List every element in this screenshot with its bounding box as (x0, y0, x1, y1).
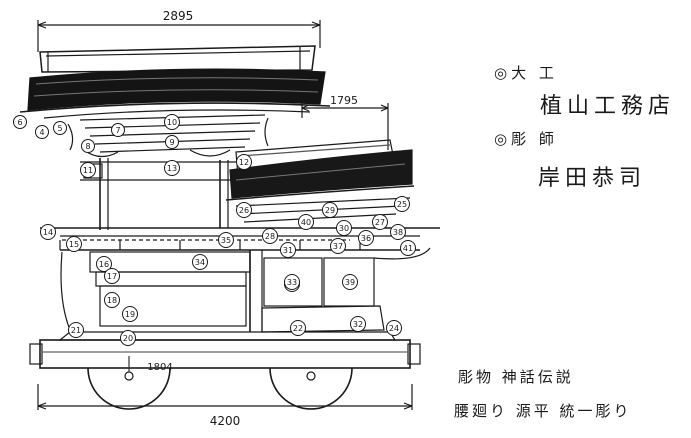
part-callout-label: 41 (403, 244, 413, 253)
wheels (87, 367, 353, 410)
lower-roof (225, 139, 415, 223)
part-callout-13: 13 (164, 160, 180, 176)
part-callout-37: 37 (330, 238, 346, 254)
deck-balustrade (40, 227, 440, 251)
part-callout-label: 34 (195, 258, 205, 267)
dimension-wheel-span: 1804 (128, 356, 173, 373)
part-callout-label: 9 (169, 138, 174, 147)
part-callout-label: 18 (107, 296, 117, 305)
part-callout-7: 7 (111, 123, 125, 137)
part-callout-18: 18 (104, 292, 120, 308)
part-callout-label: 15 (69, 240, 79, 249)
part-callout-21: 21 (68, 322, 84, 338)
part-callout-31: 31 (280, 242, 296, 258)
carpenter-name: 植山工務店 (540, 94, 676, 119)
chassis (29, 331, 421, 369)
dimension-label-top-roof: 2895 (163, 9, 194, 23)
part-callout-label: 26 (239, 206, 249, 215)
part-callout-34: 34 (192, 254, 208, 270)
part-number-callouts: 6457108911131214151617181920212223242526… (13, 114, 416, 346)
part-callout-10: 10 (164, 114, 180, 130)
main-body (60, 247, 431, 333)
part-callout-label: 36 (361, 234, 371, 243)
caption-theme: 彫物 神話伝説 (458, 368, 574, 386)
sculptor-label: ◎彫 師 (494, 130, 558, 148)
part-callout-26: 26 (236, 202, 252, 218)
part-callout-label: 12 (239, 158, 249, 167)
part-callout-14: 14 (40, 224, 56, 240)
part-callout-label: 28 (265, 232, 275, 241)
part-callout-33: 33 (284, 274, 300, 290)
part-callout-label: 25 (397, 200, 407, 209)
part-callout-label: 37 (333, 242, 343, 251)
part-callout-29: 29 (322, 202, 338, 218)
part-callout-label: 6 (17, 118, 22, 127)
carpenter-label: ◎大 工 (494, 64, 558, 82)
part-callout-25: 25 (394, 196, 410, 212)
part-callout-label: 21 (71, 326, 81, 335)
part-callout-8: 8 (81, 139, 95, 153)
part-callout-label: 8 (85, 142, 90, 151)
part-callout-19: 19 (122, 306, 138, 322)
part-callout-label: 35 (221, 236, 231, 245)
part-callout-30: 30 (336, 220, 352, 236)
part-callout-label: 14 (43, 228, 53, 237)
part-callout-38: 38 (390, 224, 406, 240)
dimension-lower-roof: 1795 (301, 94, 389, 150)
part-callout-label: 38 (393, 228, 403, 237)
part-callout-4: 4 (35, 125, 49, 139)
part-callout-label: 7 (115, 126, 120, 135)
part-callout-35: 35 (218, 232, 234, 248)
part-callout-label: 16 (99, 260, 109, 269)
part-callout-label: 10 (167, 118, 177, 127)
part-callout-27: 27 (372, 214, 388, 230)
upper-cabin (80, 158, 240, 230)
part-callout-15: 15 (66, 236, 82, 252)
dimension-label-lower-roof: 1795 (330, 94, 358, 107)
part-callout-17: 17 (104, 268, 120, 284)
part-callout-label: 27 (375, 218, 385, 227)
part-callout-label: 11 (83, 166, 93, 175)
part-callout-39: 39 (342, 274, 358, 290)
part-callout-label: 24 (389, 324, 399, 333)
part-callout-11: 11 (80, 162, 96, 178)
part-callout-label: 17 (107, 272, 117, 281)
part-callout-40: 40 (298, 214, 314, 230)
part-callout-22: 22 (290, 320, 306, 336)
part-callout-label: 30 (339, 224, 349, 233)
dimension-top-roof: 2895 (37, 9, 321, 52)
part-callout-24: 24 (386, 320, 402, 336)
part-callout-label: 40 (301, 218, 311, 227)
part-callout-label: 4 (39, 128, 44, 137)
part-callout-28: 28 (262, 228, 278, 244)
part-callout-label: 22 (293, 324, 303, 333)
dimension-label-overall-length: 4200 (210, 414, 241, 428)
part-callout-label: 29 (325, 206, 335, 215)
part-callout-12: 12 (236, 154, 252, 170)
part-callout-label: 33 (287, 278, 297, 287)
part-callout-label: 20 (123, 334, 133, 343)
part-callout-20: 20 (120, 330, 136, 346)
part-callout-6: 6 (13, 115, 27, 129)
part-callout-label: 39 (345, 278, 355, 287)
part-callout-label: 31 (283, 246, 293, 255)
part-callout-41: 41 (400, 240, 416, 256)
part-callout-16: 16 (96, 256, 112, 272)
part-callout-label: 13 (167, 164, 177, 173)
dimension-label-wheel-span: 1804 (147, 362, 172, 373)
caption-waist-carving: 腰廻り 源平 統一彫り (454, 402, 632, 420)
part-callout-5: 5 (53, 121, 67, 135)
sculptor-name: 岸田恭司 (538, 166, 647, 191)
part-callout-label: 19 (125, 310, 135, 319)
dimension-overall-length: 4200 (37, 384, 413, 428)
part-callout-36: 36 (358, 230, 374, 246)
upper-roof (19, 45, 331, 119)
part-callout-label: 5 (57, 124, 62, 133)
part-callout-label: 32 (353, 320, 363, 329)
part-callout-32: 32 (350, 316, 366, 332)
part-callout-9: 9 (165, 135, 179, 149)
